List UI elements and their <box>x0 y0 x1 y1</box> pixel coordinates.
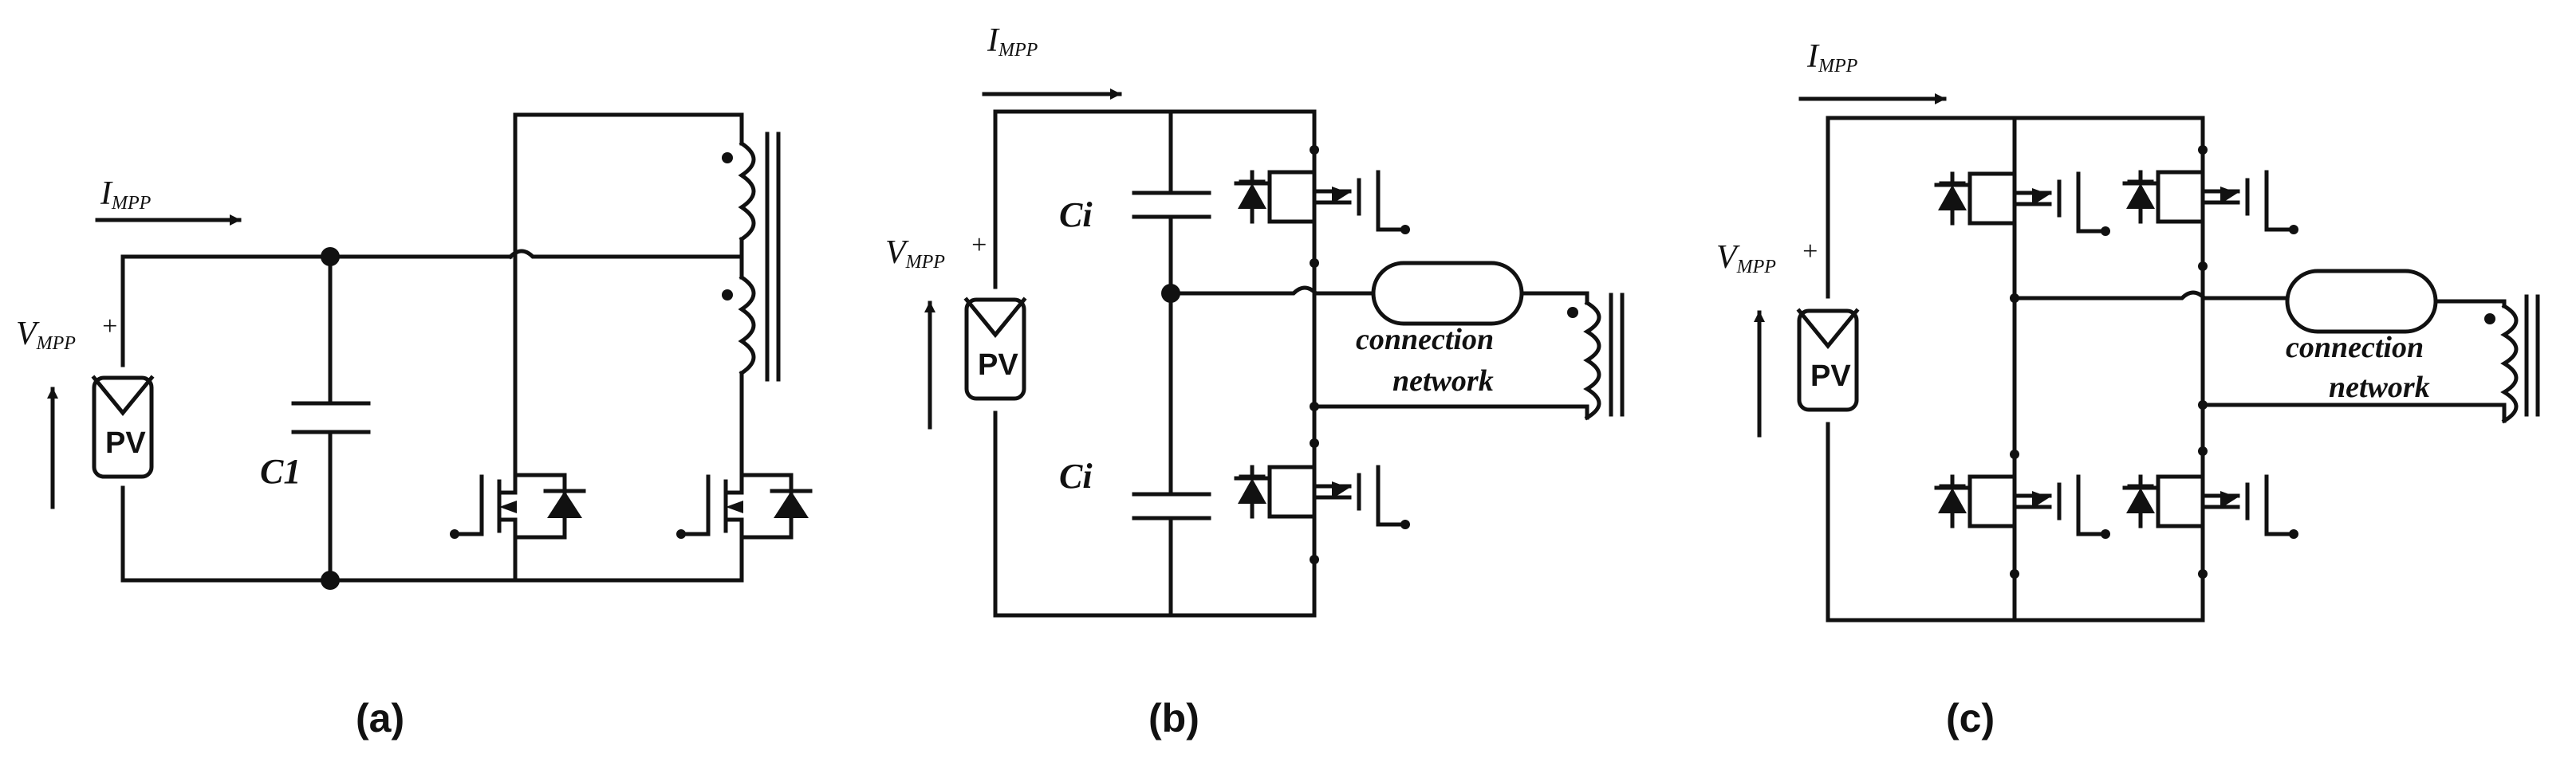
pv-label-a: PV <box>105 426 146 460</box>
mosfet-a1 <box>450 456 584 555</box>
voltage-label-a: VMPP <box>16 316 76 354</box>
current-label-a: IMPP <box>100 175 152 214</box>
plus-sign-b: + <box>970 230 988 260</box>
connection-network-c <box>2285 269 2438 334</box>
mosfet-a2 <box>676 456 810 555</box>
caption-a: (a) <box>356 696 404 740</box>
pv-label-b: PV <box>978 348 1018 382</box>
network-label-b-2: network <box>1392 364 1494 398</box>
network-label-c-1: connection <box>2286 331 2424 364</box>
capacitor-label-ci-bottom: Ci <box>1059 457 1093 496</box>
current-label-c: IMPP <box>1806 38 1858 77</box>
mosfet-b2 <box>1236 445 1410 536</box>
current-label-b: IMPP <box>987 22 1038 61</box>
plus-sign-a: + <box>100 312 119 341</box>
capacitor-label-c1: C1 <box>260 452 301 491</box>
voltage-label-b: VMPP <box>885 234 945 273</box>
panel-c: IMPP PV + VMPP <box>1716 38 2540 740</box>
mosfet-c1 <box>1936 151 2110 242</box>
mosfet-c3 <box>1936 454 2110 545</box>
mosfet-c2 <box>2125 150 2298 241</box>
panel-b: IMPP PV + VMPP Ci Ci <box>885 22 1625 740</box>
network-label-c-2: network <box>2329 371 2430 404</box>
caption-c: (c) <box>1946 696 1995 740</box>
capacitor-label-ci-top: Ci <box>1059 195 1093 234</box>
mosfet-b1 <box>1236 150 1410 241</box>
caption-b: (b) <box>1148 696 1199 740</box>
pv-label-c: PV <box>1810 359 1851 393</box>
connection-network-b <box>1371 261 1524 326</box>
network-label-b-1: connection <box>1356 323 1494 356</box>
plus-sign-c: + <box>1801 237 1819 266</box>
mosfet-c4 <box>2125 454 2298 545</box>
panel-a: IMPP PV + VMPP C1 <box>16 112 810 740</box>
voltage-label-c: VMPP <box>1716 239 1776 277</box>
